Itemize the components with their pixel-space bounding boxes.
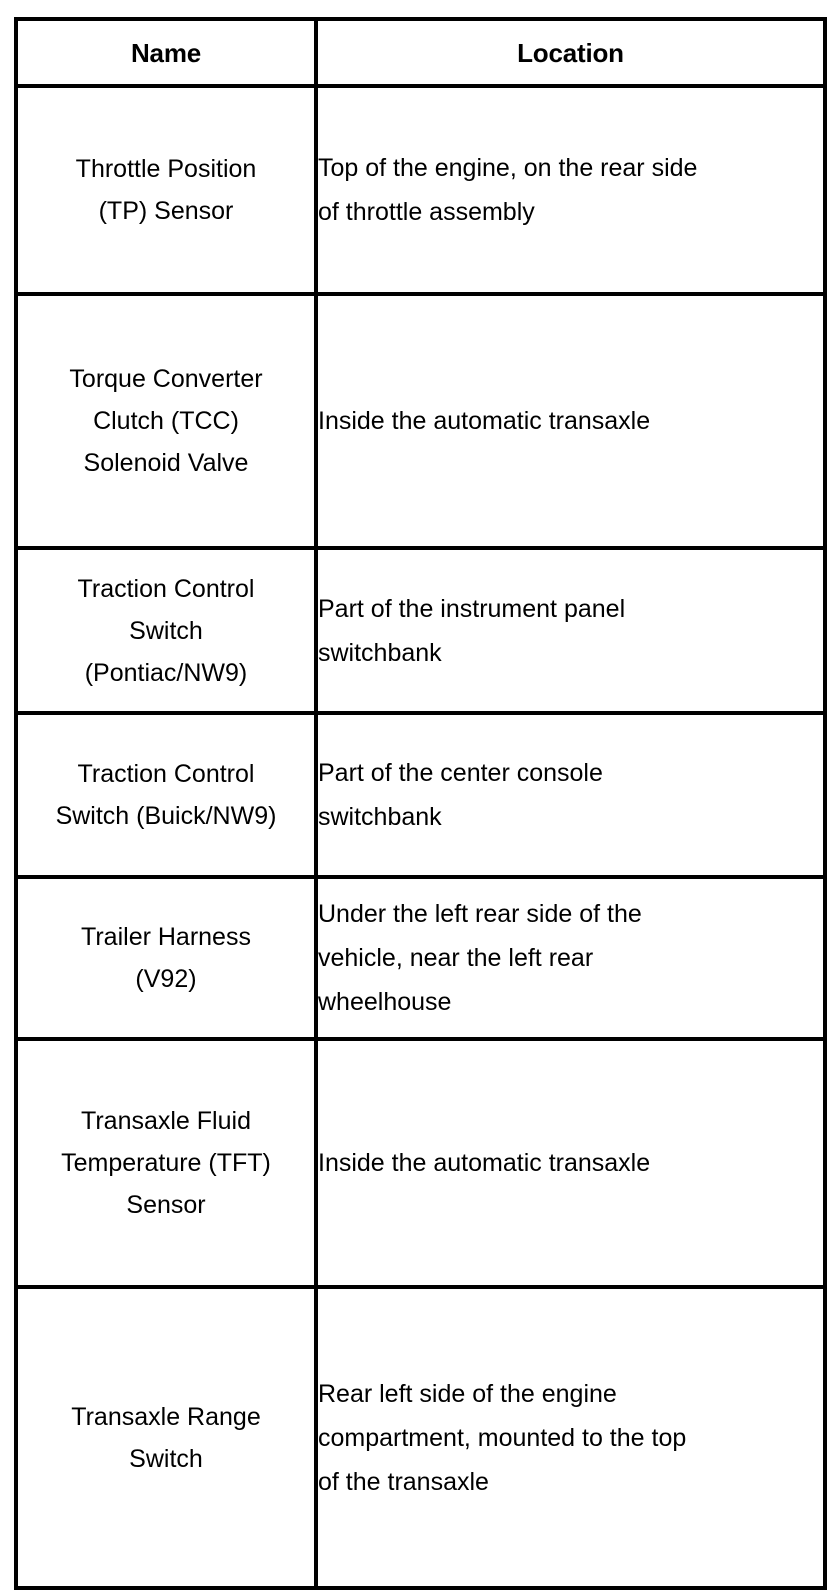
cell-component-name: Transaxle Fluid Temperature (TFT) Sensor [14, 1037, 318, 1289]
table-header: Name Location [14, 17, 827, 88]
component-name-text: Trailer Harness (V92) [81, 923, 251, 993]
table-row: Transaxle Range Switch Rear left side of… [14, 1285, 827, 1590]
component-location-text: Under the left rear side of the vehicle,… [318, 900, 642, 1016]
component-name-text: Transaxle Fluid Temperature (TFT) Sensor [61, 1107, 271, 1219]
cell-component-location: Inside the automatic transaxle [314, 292, 827, 550]
table-row: Torque Converter Clutch (TCC) Solenoid V… [14, 292, 827, 550]
cell-component-location: Part of the center console switchbank [314, 711, 827, 879]
cell-component-name: Traction Control Switch (Pontiac/NW9) [14, 546, 318, 715]
cell-component-name: Trailer Harness (V92) [14, 875, 318, 1041]
column-header-location: Location [314, 17, 827, 88]
component-name-text: Traction Control Switch (Pontiac/NW9) [77, 574, 255, 687]
table-header-row: Name Location [14, 17, 827, 88]
component-name-text: Transaxle Range Switch [71, 1402, 261, 1473]
component-location-text: Rear left side of the engine compartment… [318, 1379, 687, 1496]
cell-component-location: Inside the automatic transaxle [314, 1037, 827, 1289]
table-row: Transaxle Fluid Temperature (TFT) Sensor… [14, 1037, 827, 1289]
component-location-text: Inside the automatic transaxle [318, 1149, 651, 1177]
cell-component-location: Part of the instrument panel switchbank [314, 546, 827, 715]
component-location-text: Part of the instrument panel switchbank [318, 594, 626, 667]
cell-component-name: Torque Converter Clutch (TCC) Solenoid V… [14, 292, 318, 550]
cell-component-name: Traction Control Switch (Buick/NW9) [14, 711, 318, 879]
table-row: Throttle Position (TP) Sensor Top of the… [14, 84, 827, 296]
table-row: Traction Control Switch (Pontiac/NW9) Pa… [14, 546, 827, 715]
column-header-name: Name [14, 17, 318, 88]
cell-component-location: Top of the engine, on the rear side of t… [314, 84, 827, 296]
table-row: Traction Control Switch (Buick/NW9) Part… [14, 711, 827, 879]
cell-component-location: Under the left rear side of the vehicle,… [314, 875, 827, 1041]
table-row: Trailer Harness (V92) Under the left rea… [14, 875, 827, 1041]
component-location-text: Inside the automatic transaxle [318, 407, 651, 435]
component-name-text: Traction Control Switch (Buick/NW9) [55, 760, 277, 830]
component-name-text: Throttle Position (TP) Sensor [75, 155, 257, 225]
component-location-table: Name Location Throttle Position (TP) Sen… [14, 17, 827, 1590]
cell-component-name: Transaxle Range Switch [14, 1285, 318, 1590]
component-location-text: Top of the engine, on the rear side of t… [318, 154, 698, 226]
component-location-text: Part of the center console switchbank [318, 759, 603, 831]
cell-component-location: Rear left side of the engine compartment… [314, 1285, 827, 1590]
cell-component-name: Throttle Position (TP) Sensor [14, 84, 318, 296]
table-body: Throttle Position (TP) Sensor Top of the… [14, 84, 827, 1590]
component-name-text: Torque Converter Clutch (TCC) Solenoid V… [69, 365, 263, 477]
